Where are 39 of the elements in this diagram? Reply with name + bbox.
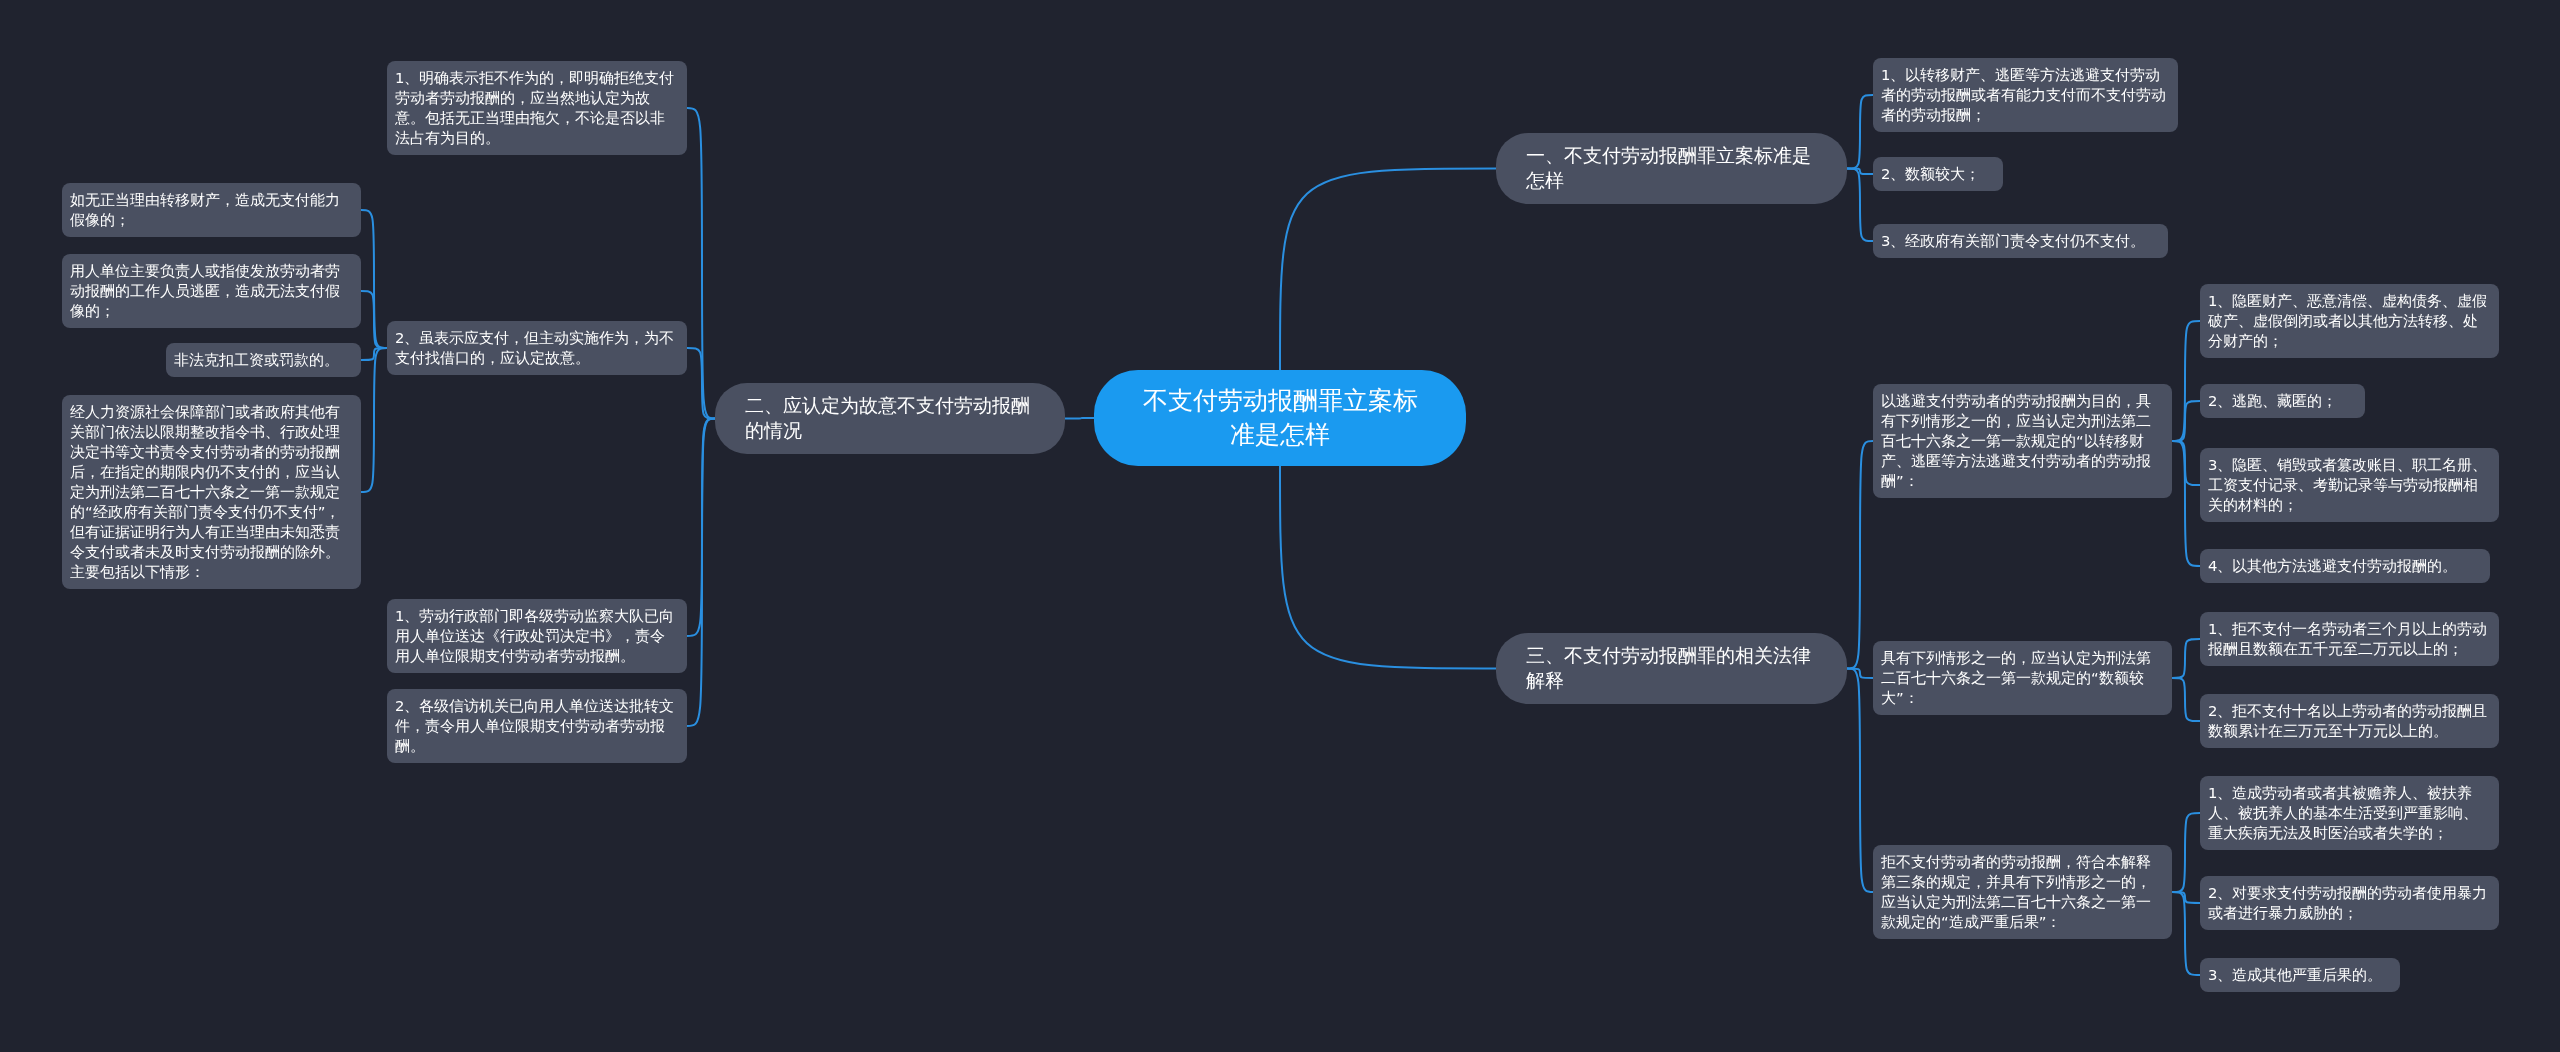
central-topic: 不支付劳动报酬罪立案标准是怎样 — [1094, 370, 1466, 466]
note-box: 1、以转移财产、逃匿等方法逃避支付劳动者的劳动报酬或者有能力支付而不支付劳动者的劳动报酬； — [1873, 58, 2178, 132]
connector-line — [686, 347, 716, 420]
note-box: 3、造成其他严重后果的。 — [2200, 958, 2400, 992]
connector-line — [2171, 677, 2201, 722]
note-box: 1、造成劳动者或者其被赡养人、被扶养人、被抚养人的基本生活受到严重影响、重大疾病无法及时医治或者失学的； — [2200, 776, 2499, 850]
connector-line — [1846, 440, 1874, 670]
topic-box: 一、不支付劳动报酬罪立案标准是怎样 — [1496, 132, 1847, 204]
connector-line — [1279, 465, 1497, 670]
note-box: 3、经政府有关部门责令支付仍不支付。 — [1873, 224, 2168, 258]
note-box: 以逃避支付劳动者的劳动报酬为目的，具有下列情形之一的，应当认定为刑法第二百七十六条之一第一款规定的“以转移财产、逃匿等方法逃避支付劳动者的劳动报酬”： — [1873, 384, 2172, 498]
note-box: 2、各级信访机关已向用人单位送达批转文件，责令用人单位限期支付劳动者劳动报酬。 — [387, 689, 687, 763]
note-box: 1、明确表示拒不作为的，即明确拒绝支付劳动者劳动报酬的，应当然地认定为故意。包括无正当理由拖欠，不论是否以非法占有为目的。 — [387, 61, 687, 155]
note-box: 拒不支付劳动者的劳动报酬，符合本解释第三条的规定，并具有下列情形之一的，应当认定为刑法第二百七十六条之一第一款规定的“造成严重后果”： — [1873, 845, 2172, 939]
connector-line — [1846, 667, 1874, 893]
connector-line — [1846, 167, 1874, 242]
note-box: 2、拒不支付十名以上劳动者的劳动报酬且数额累计在三万元至十万元以上的。 — [2200, 694, 2499, 748]
connector-line — [1064, 417, 1095, 420]
connector-line — [686, 417, 716, 727]
topic-box: 三、不支付劳动报酬罪的相关法律解释 — [1496, 632, 1847, 704]
note-box: 用人单位主要负责人或指使发放劳动者劳动报酬的工作人员逃匿，造成无法支付假像的； — [62, 254, 361, 328]
connector-line — [1846, 94, 1874, 170]
note-box: 1、拒不支付一名劳动者三个月以上的劳动报酬且数额在五千元至二万元以上的； — [2200, 612, 2499, 666]
note-box: 如无正当理由转移财产，造成无支付能力假像的； — [62, 183, 361, 237]
topic-box: 二、应认定为故意不支付劳动报酬的情况 — [715, 382, 1065, 454]
note-box: 经人力资源社会保障部门或者政府其他有关部门依法以限期整改指令书、行政处理决定书等文书责令支付劳动者的劳动报酬后，在指定的期限内仍不支付的，应当认定为刑法第二百七十六条之一第一款规定的“经政府有关部门责令支付仍不支付”，但有证据证明行为人有正当理由未知悉责令支付或者未及时支付劳动报酬的除外。主要包括以下情形： — [62, 395, 361, 589]
connector-line — [2171, 440, 2201, 567]
note-box: 3、隐匿、销毁或者篡改账目、职工名册、工资支付记录、考勤记录等与劳动报酬相关的材料的； — [2200, 448, 2499, 522]
note-box: 2、数额较大； — [1873, 157, 2003, 191]
note-box: 2、对要求支付劳动报酬的劳动者使用暴力或者进行暴力威胁的； — [2200, 876, 2499, 930]
connector-line — [360, 347, 388, 493]
note-box: 1、隐匿财产、恶意清偿、虚构债务、虚假破产、虚假倒闭或者以其他方法转移、处分财产的； — [2200, 284, 2499, 358]
note-box: 2、虽表示应支付，但主动实施作为，为不支付找借口的，应认定故意。 — [387, 321, 687, 375]
note-box: 1、劳动行政部门即各级劳动监察大队已向用人单位送达《行政处罚决定书》，责令用人单位限期支付劳动者劳动报酬。 — [387, 599, 687, 673]
note-box: 非法克扣工资或罚款的。 — [166, 343, 361, 377]
connector-line — [1279, 167, 1497, 371]
note-box: 2、逃跑、藏匿的； — [2200, 384, 2365, 418]
note-box: 4、以其他方法逃避支付劳动报酬的。 — [2200, 549, 2490, 583]
note-box: 具有下列情形之一的，应当认定为刑法第二百七十六条之一第一款规定的“数额较大”： — [1873, 641, 2172, 715]
